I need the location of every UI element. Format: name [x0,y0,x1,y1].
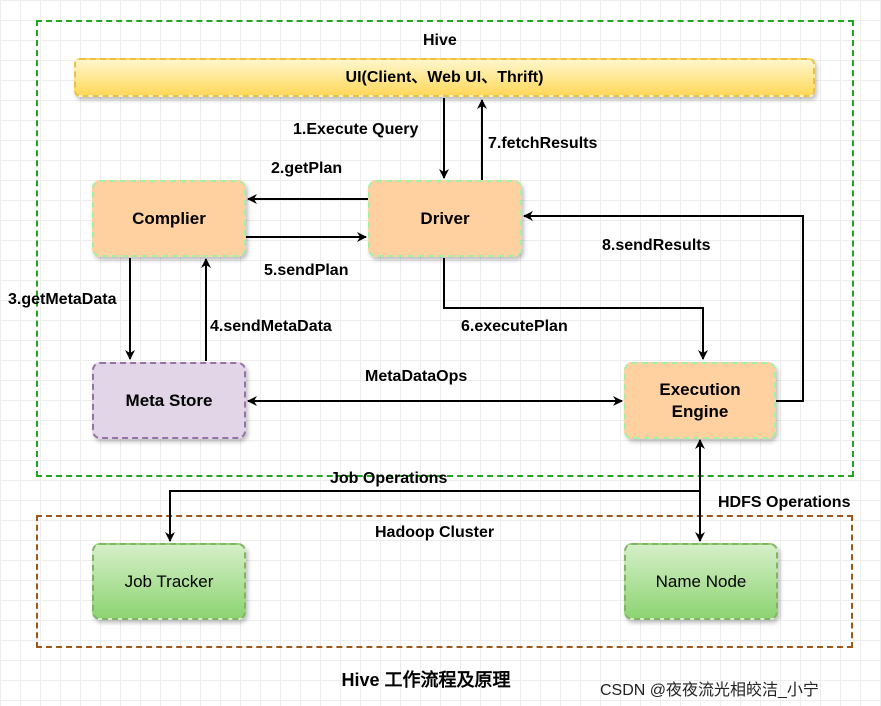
edge-label-send-results: 8.sendResults [602,237,711,254]
compiler-node: Complier [92,180,246,257]
meta-store-node: Meta Store [92,362,246,439]
edge-send-results [523,211,804,402]
edge-label-job-operations: Job Operations [330,470,448,487]
edge-label-send-plan: 5.sendPlan [264,262,349,279]
edge-label-send-meta-data: 4.sendMetaData [210,318,332,335]
edge-label-hdfs-operations: HDFS Operations [718,494,851,511]
name-node-node: Name Node [624,543,778,620]
hive-group [36,20,854,477]
edge-label-fetch-results: 7.fetchResults [488,135,598,152]
diagram-caption: Hive 工作流程及原理 [341,670,511,690]
ui-client-node: UI(Client、Web UI、Thrift) [74,58,815,97]
edge-label-get-plan: 2.getPlan [271,160,343,177]
edge-job-operations [165,490,700,542]
hive-group-label: Hive [423,32,457,49]
hadoop-cluster-label: Hadoop Cluster [375,524,495,541]
execution-engine-node: Execution Engine [624,362,776,439]
job-tracker-node: Job Tracker [92,543,246,620]
hadoop-cluster-group [36,515,853,648]
edge-execute-plan [443,258,708,360]
csdn-watermark: CSDN @夜夜流光相皎洁_小宁 [600,682,819,699]
edge-label-execute-plan: 6.executePlan [461,318,568,335]
edge-label-execute-query: 1.Execute Query [293,121,419,138]
edge-label-meta-data-ops: MetaDataOps [365,368,468,385]
driver-node: Driver [368,180,522,257]
edge-label-get-meta-data: 3.getMetaData [8,291,117,308]
